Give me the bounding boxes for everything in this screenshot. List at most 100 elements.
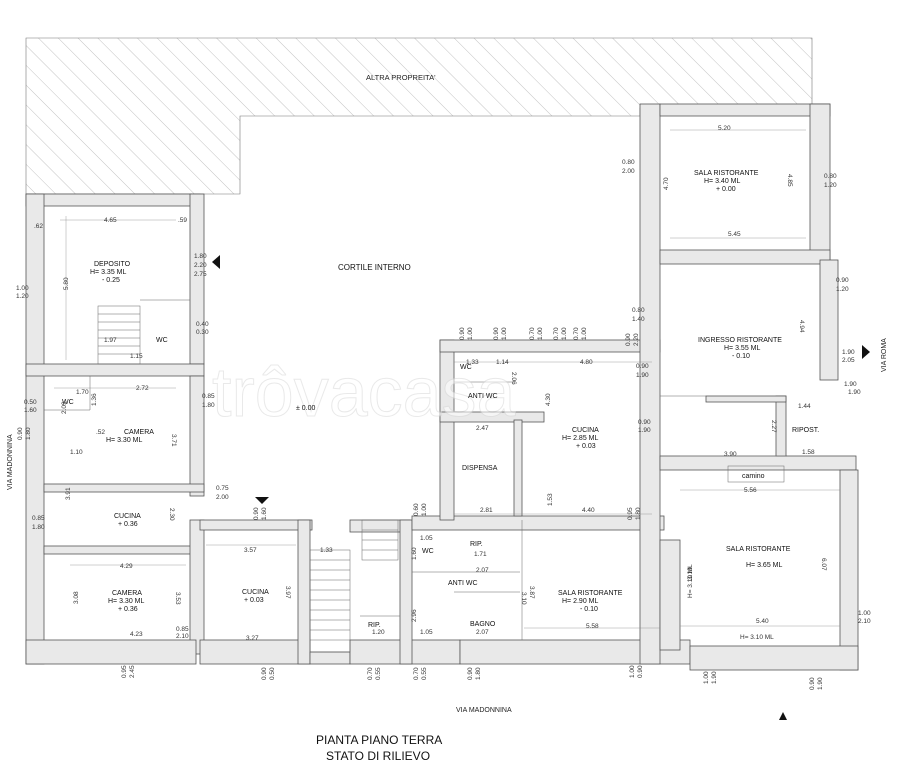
room-sala1-height: H= 3.40 ML xyxy=(704,178,740,185)
room-antiwc1-name: ANTI WC xyxy=(468,393,498,400)
dimension-value: 1.00 xyxy=(421,503,428,516)
plan-title-line2: STATO DI RILIEVO xyxy=(326,749,430,763)
dimension-value: 2.30 xyxy=(168,508,175,521)
dimension-value: 2.09 xyxy=(61,401,68,414)
dimension-value: 1.20 xyxy=(372,629,385,636)
room-camera2-height: H= 3.30 ML xyxy=(108,598,144,605)
watermark: trôvacasa xyxy=(212,353,516,431)
dimension-value: 0.90 xyxy=(625,333,632,346)
dimension-value: 4.30 xyxy=(545,393,552,406)
dimension-value: 0.70 xyxy=(413,667,420,680)
dimension-value: 1.20 xyxy=(836,286,849,293)
courtyard-level: ± 0.00 xyxy=(296,405,316,412)
room-camera1-height: H= 3.30 ML xyxy=(106,437,142,444)
dimension-value: 5.45 xyxy=(728,231,741,238)
dimension-value: 1.00 xyxy=(858,610,871,617)
dimension-value: 1.44 xyxy=(798,403,811,410)
dimension-value: 2.47 xyxy=(476,425,489,432)
room-camera2-name: CAMERA xyxy=(112,590,142,597)
dimension-value: .62 xyxy=(34,223,43,230)
dimension-value: 3.97 xyxy=(284,586,291,599)
room-sala2-height: H= 3.65 ML xyxy=(746,562,782,569)
dimension-value: 3.71 xyxy=(170,434,177,447)
dimension-value: 1.00 xyxy=(16,285,29,292)
dimension-value: 4.70 xyxy=(663,177,670,190)
dimension-value: 1.90 xyxy=(848,389,861,396)
dimension-value: 1.20 xyxy=(824,182,837,189)
dimension-value: 2.00 xyxy=(622,168,635,175)
room-sala3-height: H= 2.90 ML xyxy=(562,598,598,605)
dimension-value: 3.87 xyxy=(528,586,535,599)
room-camino-name: camino xyxy=(742,473,765,480)
dimension-value: 0.80 xyxy=(632,307,645,314)
dimension-value: 3.08 xyxy=(73,591,80,604)
dimension-value: 6.07 xyxy=(820,558,827,571)
room-sala1-level: + 0.00 xyxy=(716,186,736,193)
room-deposito-height: H= 3.35 ML xyxy=(90,269,126,276)
street-label-west: VIA MADONNINA xyxy=(7,434,14,490)
dimension-value: 1.40 xyxy=(632,316,645,323)
dimension-value: 1.90 xyxy=(844,381,857,388)
room-ingresso-name: INGRESSO RISTORANTE xyxy=(698,337,782,344)
room-cucina1-name: CUCINA xyxy=(114,513,141,520)
room-sala2-name: SALA RISTORANTE xyxy=(726,546,791,553)
street-label-east: VIA ROMA xyxy=(881,338,888,372)
dimension-value: 1.60 xyxy=(24,407,37,414)
dimension-value: 1.20 xyxy=(16,293,29,300)
dimension-value: 1.60 xyxy=(261,507,268,520)
dimension-value: H= 3.10 ML xyxy=(740,634,774,641)
dimension-value: 0.90 xyxy=(637,665,644,678)
dimension-value: 5.56 xyxy=(744,487,757,494)
dimension-value: 0.90 xyxy=(467,667,474,680)
room-dispensa-name: DISPENSA xyxy=(462,465,498,472)
dimension-value: 1.00 xyxy=(537,327,544,340)
dimension-value: 5.80 xyxy=(63,277,70,290)
dimension-value: 0.70 xyxy=(553,327,560,340)
dimension-value: 1.10 xyxy=(70,449,83,456)
room-sala1-name: SALA RISTORANTE xyxy=(694,170,759,177)
neighbor-label: ALTRA PROPREITA' xyxy=(366,73,436,82)
dimension-value: 1.80 xyxy=(194,253,207,260)
dimension-value: 0.80 xyxy=(824,173,837,180)
entrance-arrow-icon xyxy=(862,345,870,359)
room-sala3-level: - 0.10 xyxy=(580,606,598,613)
dimension-value: 4.85 xyxy=(786,174,793,187)
dimension-value: 4.40 xyxy=(582,507,595,514)
dimension-value: 1.15 xyxy=(130,353,143,360)
room-wc4-name: WC xyxy=(460,364,472,371)
dimension-value: 0.30 xyxy=(196,329,209,336)
dimension-value: 1.97 xyxy=(104,337,117,344)
dimension-value: 1.80 xyxy=(32,524,45,531)
dimension-value: 2.07 xyxy=(476,567,489,574)
room-cucina3-height: H= 2.85 ML xyxy=(562,435,598,442)
dimension-value: 1.71 xyxy=(474,551,487,558)
dimension-value: 1.70 xyxy=(76,389,89,396)
dimension-value: 0.50 xyxy=(269,667,276,680)
room-rip2-name: RIP. xyxy=(368,622,381,629)
room-deposito-level: - 0.25 xyxy=(102,277,120,284)
dimension-value: 0.70 xyxy=(573,327,580,340)
dimension-value: 1.00 xyxy=(467,327,474,340)
room-rip1-name: RIP. xyxy=(470,541,483,548)
dimension-value: 2.27 xyxy=(770,420,777,433)
dimension-value: 0.90 xyxy=(636,363,649,370)
room-bagno-name: BAGNO xyxy=(470,621,496,628)
dimension-value: 0.55 xyxy=(375,667,382,680)
dimension-value: 2.75 xyxy=(194,271,207,278)
dimension-value: 0.90 xyxy=(836,277,849,284)
dimension-value: 1.33 xyxy=(320,547,333,554)
dimension-value: 3.57 xyxy=(244,547,257,554)
dimension-value: .59 xyxy=(178,217,187,224)
dimension-value: 2.20 xyxy=(194,262,207,269)
dimension-value: 2.45 xyxy=(129,665,136,678)
dimension-value: 2.81 xyxy=(480,507,493,514)
entrance-arrows xyxy=(212,255,870,720)
stairs xyxy=(97,305,399,653)
dimension-value: 2.20 xyxy=(633,333,640,346)
plan-title-line1: PIANTA PIANO TERRA xyxy=(316,733,442,747)
dimension-value: 5.40 xyxy=(756,618,769,625)
dimension-value: 0.90 xyxy=(809,677,816,690)
dimension-value: 1.00 xyxy=(581,327,588,340)
dimension-value: 5.58 xyxy=(586,623,599,630)
dimension-value: 2.00 xyxy=(216,494,229,501)
